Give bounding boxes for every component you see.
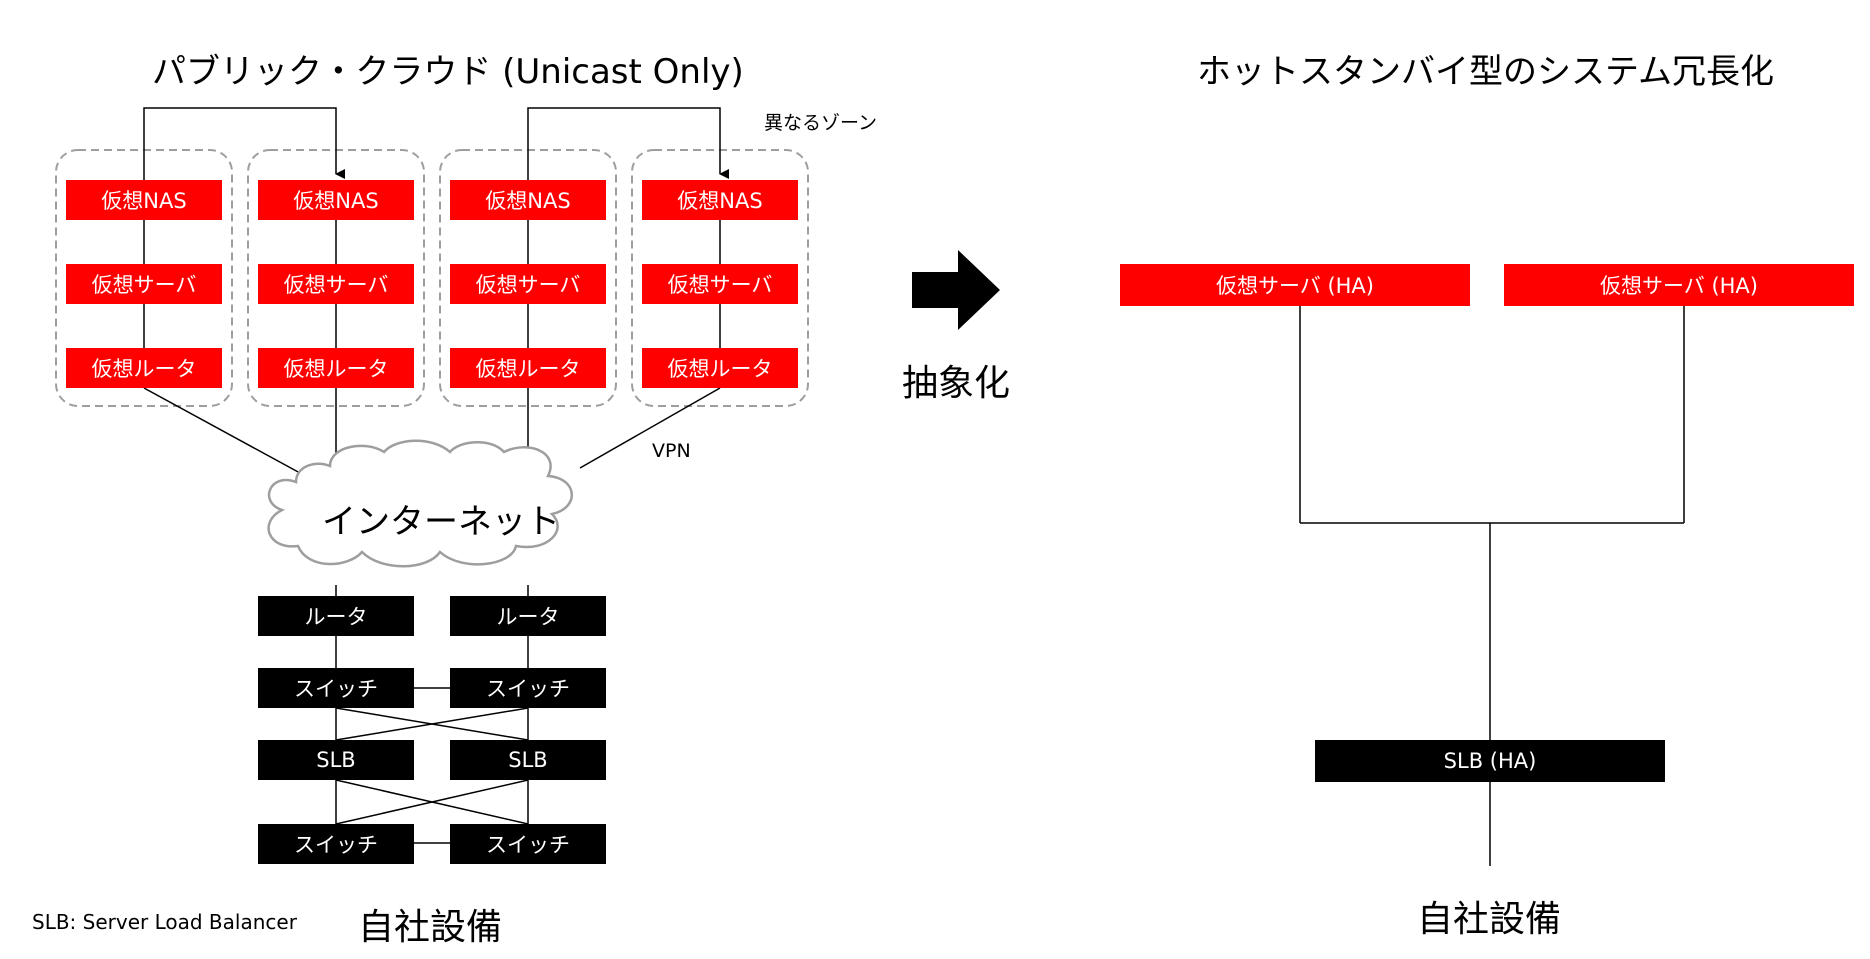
onprem-router-2: ルータ xyxy=(450,596,606,636)
right-title: ホットスタンバイ型のシステム冗長化 xyxy=(1197,52,1774,92)
zone-4-nas: 仮想NAS xyxy=(642,180,798,220)
onprem-router-1: ルータ xyxy=(258,596,414,636)
right-server-2: 仮想サーバ (HA) xyxy=(1504,264,1854,306)
right-server-1: 仮想サーバ (HA) xyxy=(1120,264,1470,306)
onprem-slb-2: SLB xyxy=(450,740,606,780)
internet-label: インターネット xyxy=(322,502,560,542)
zone-2-router: 仮想ルータ xyxy=(258,348,414,388)
left-onprem-label: 自社設備 xyxy=(358,907,503,948)
onprem-switch-bottom-1: スイッチ xyxy=(258,824,414,864)
zone-1-nas: 仮想NAS xyxy=(66,180,222,220)
abstraction-arrow xyxy=(912,250,1000,330)
zone-4-router: 仮想ルータ xyxy=(642,348,798,388)
zone-1-server: 仮想サーバ xyxy=(66,264,222,304)
zone-1-router: 仮想ルータ xyxy=(66,348,222,388)
left-title: パブリック・クラウド (Unicast Only) xyxy=(152,52,744,92)
right-slb: SLB (HA) xyxy=(1315,740,1665,782)
onprem-slb-1: SLB xyxy=(258,740,414,780)
onprem-switch-bottom-2: スイッチ xyxy=(450,824,606,864)
internet-cloud xyxy=(267,439,573,568)
zone-4-server: 仮想サーバ xyxy=(642,264,798,304)
zone-3-nas: 仮想NAS xyxy=(450,180,606,220)
abstraction-label: 抽象化 xyxy=(902,363,1011,404)
onprem-switch-top-2: スイッチ xyxy=(450,668,606,708)
zone-3-server: 仮想サーバ xyxy=(450,264,606,304)
replication-arrow-1 xyxy=(143,107,345,180)
zone-2-nas: 仮想NAS xyxy=(258,180,414,220)
footnote: SLB: Server Load Balancer xyxy=(32,910,297,934)
zone-2-server: 仮想サーバ xyxy=(258,264,414,304)
replication-arrow-2 xyxy=(527,107,729,180)
zone-note: 異なるゾーン xyxy=(764,112,878,134)
zone-3-router: 仮想ルータ xyxy=(450,348,606,388)
onprem-switch-top-1: スイッチ xyxy=(258,668,414,708)
right-onprem-label: 自社設備 xyxy=(1417,899,1562,940)
vpn-label: VPN xyxy=(652,440,691,462)
